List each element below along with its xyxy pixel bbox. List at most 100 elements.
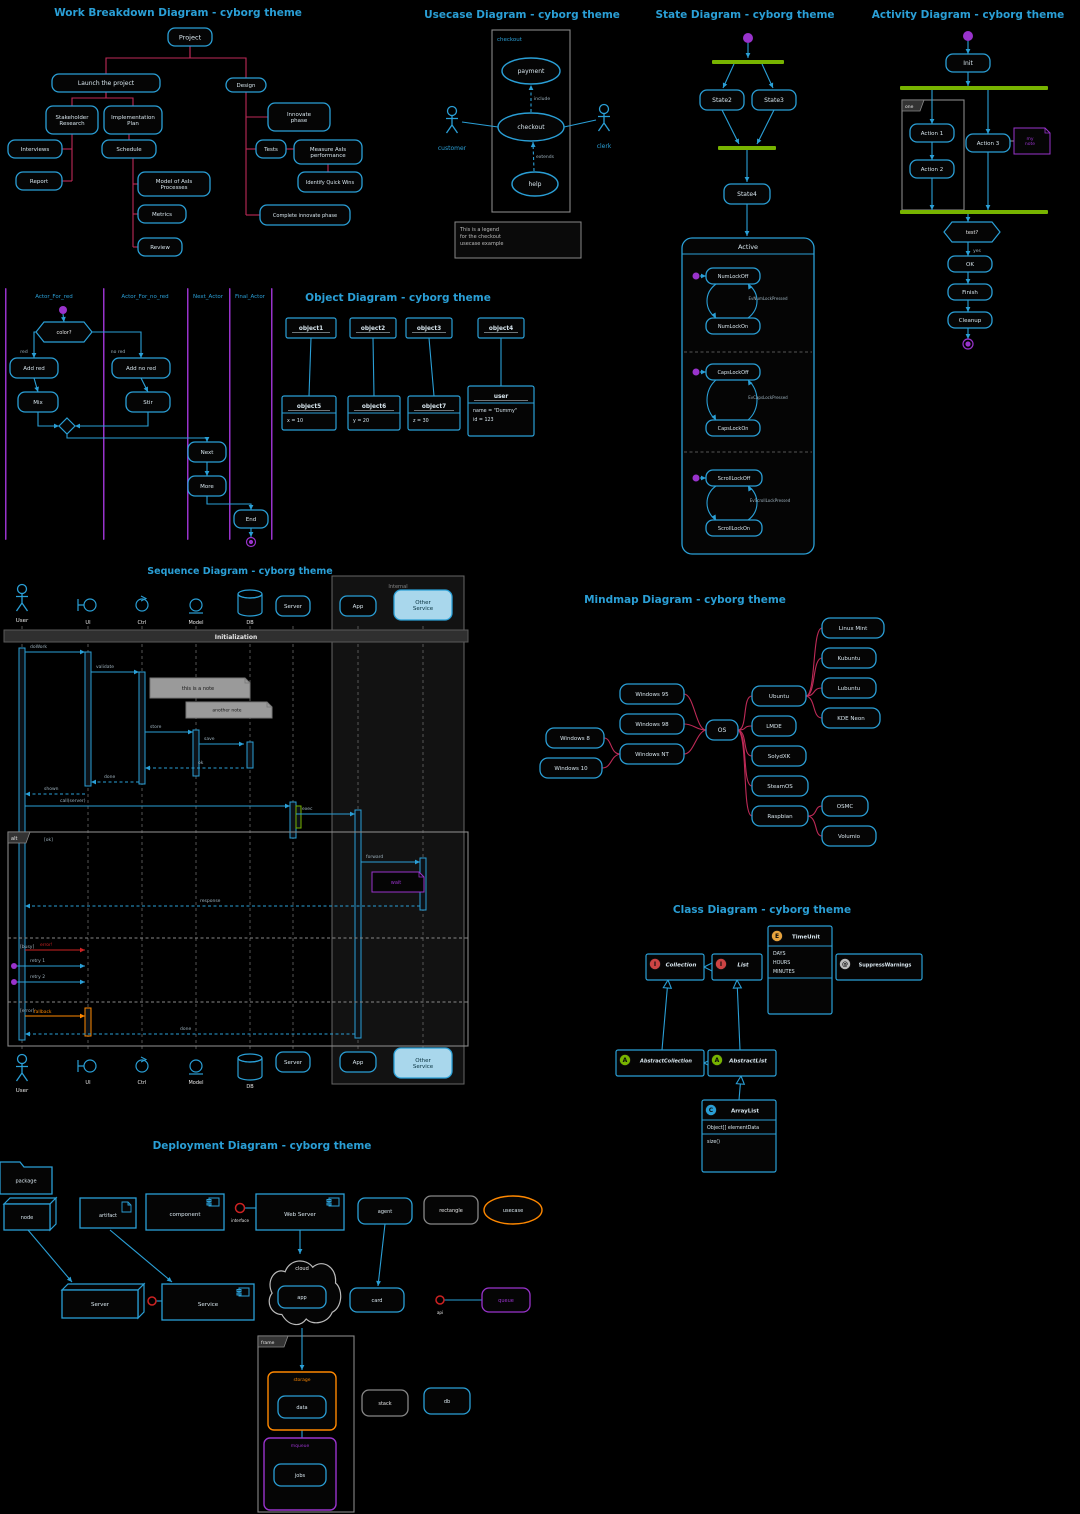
start-node [692,368,700,376]
node-label: State3 [764,97,784,104]
node-label: App [353,1060,364,1066]
uml-node [751,805,809,827]
object-field: name = "Dummy" [473,408,517,414]
arrowhead [965,334,971,339]
connector [372,337,375,397]
arrowhead [248,532,254,537]
class-member: size() [707,1139,720,1145]
diagram-title: Usecase Diagram - cyborg theme [424,9,620,21]
connector [75,412,149,427]
entity-icon [189,598,203,612]
arrowhead [166,1276,172,1282]
node-label: ScrollLockOff [718,476,751,482]
usecase-label: payment [518,68,545,75]
node-label: data [296,1405,307,1411]
uml-node [705,317,761,335]
node-label: Complete innovate phase [273,213,337,219]
divider-label: Initialization [215,634,258,641]
diagram-title: Class Diagram - cyborg theme [673,904,851,916]
connector [721,109,740,145]
diagram-title: Activity Diagram - cyborg theme [872,9,1065,21]
spot-letter: E [775,933,779,940]
label: UI [85,1080,90,1086]
node-label: Action 3 [977,141,1000,147]
arrowhead [285,803,290,809]
label: done [104,774,115,780]
uml-node [233,509,269,529]
arrowhead [54,423,59,429]
activation-bar [295,805,302,829]
artifact-node [79,1197,137,1229]
fork-bar [712,60,784,64]
component-icon [206,1202,212,1206]
connector [805,627,823,697]
stop-node [245,536,257,548]
activation-bar [289,801,297,839]
label: User [16,618,29,624]
arrowhead [60,316,66,322]
label: store [150,724,162,730]
frame-tab [901,99,925,112]
uml-node [751,685,807,707]
activation-bar [138,671,146,785]
label: Ctrl [138,620,147,626]
label: save [204,737,215,742]
state-title: Active [738,243,758,251]
note-fold [244,678,250,684]
actor-icon [15,593,29,612]
node-label: jobs [294,1473,306,1479]
uml-node [357,1197,413,1225]
interface-icon [234,1202,246,1214]
usecase-node [501,57,561,85]
usecase-node [483,1195,543,1225]
arrowhead [66,1276,72,1282]
uml-node [349,1287,405,1313]
node-label: Action 2 [921,167,943,173]
uml-node [423,1387,471,1415]
component-label: Service [198,1302,219,1308]
uml-node [751,715,797,737]
database-icon [237,589,263,599]
activation-bar [84,1007,92,1037]
note-fold [418,872,424,878]
component-icon [326,1199,332,1202]
swimlane-divider [103,288,105,540]
frame [491,29,571,213]
class-name: Collection [666,963,697,969]
uml-node [751,745,807,767]
node-label: Windows 8 [560,736,590,742]
uml-node [9,357,59,379]
entity-icon [189,1059,203,1073]
node-3d [49,1196,57,1232]
uml-node [423,1195,479,1225]
connector [461,121,499,128]
participant-box-frame [331,575,465,1085]
note [185,701,273,719]
arrowhead [744,177,750,182]
connector [37,412,59,427]
uml-node [125,391,171,413]
spot-icon [705,1104,717,1116]
node-label: node [21,1215,33,1221]
arrowhead [415,859,420,865]
arrowhead [965,81,971,86]
connector [737,695,753,731]
arrowhead [80,963,85,969]
arrowhead [376,1280,381,1286]
activation-bar [354,809,362,1039]
label: response [200,898,221,904]
interface-icon [435,1295,445,1305]
connector [805,657,823,697]
arrowhead [350,811,355,817]
label: [error] [20,1008,35,1014]
arrowhead [530,142,536,148]
connector [563,119,597,128]
uml-node [7,139,63,159]
node-label: Init [963,60,973,67]
node-label: End [246,517,256,523]
